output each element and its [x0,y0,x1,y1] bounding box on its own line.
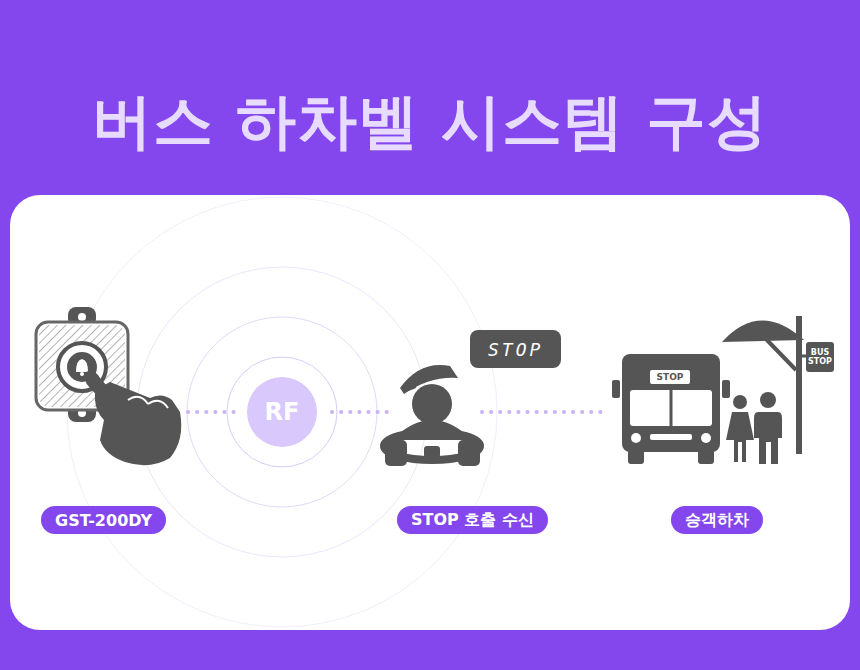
bus-sign-text: STOP [650,372,690,382]
label-pill: 승객하차 [671,506,763,534]
label-pill: GST-200DY [41,506,166,534]
title: 버스 하차벨 시스템 구성 [0,82,860,163]
stop-sign-text: BUS STOP [807,348,833,366]
rf-circle: RF [247,377,317,447]
label-pill: STOP 호출 수신 [397,506,548,534]
stop-display: STOP [470,330,561,368]
node-text: STOP [488,339,543,360]
node-text: STOP 호출 수신 [411,510,534,531]
node-text: RF [265,398,300,426]
node-text: 승객하차 [685,510,749,531]
node-text: GST-200DY [55,511,152,530]
